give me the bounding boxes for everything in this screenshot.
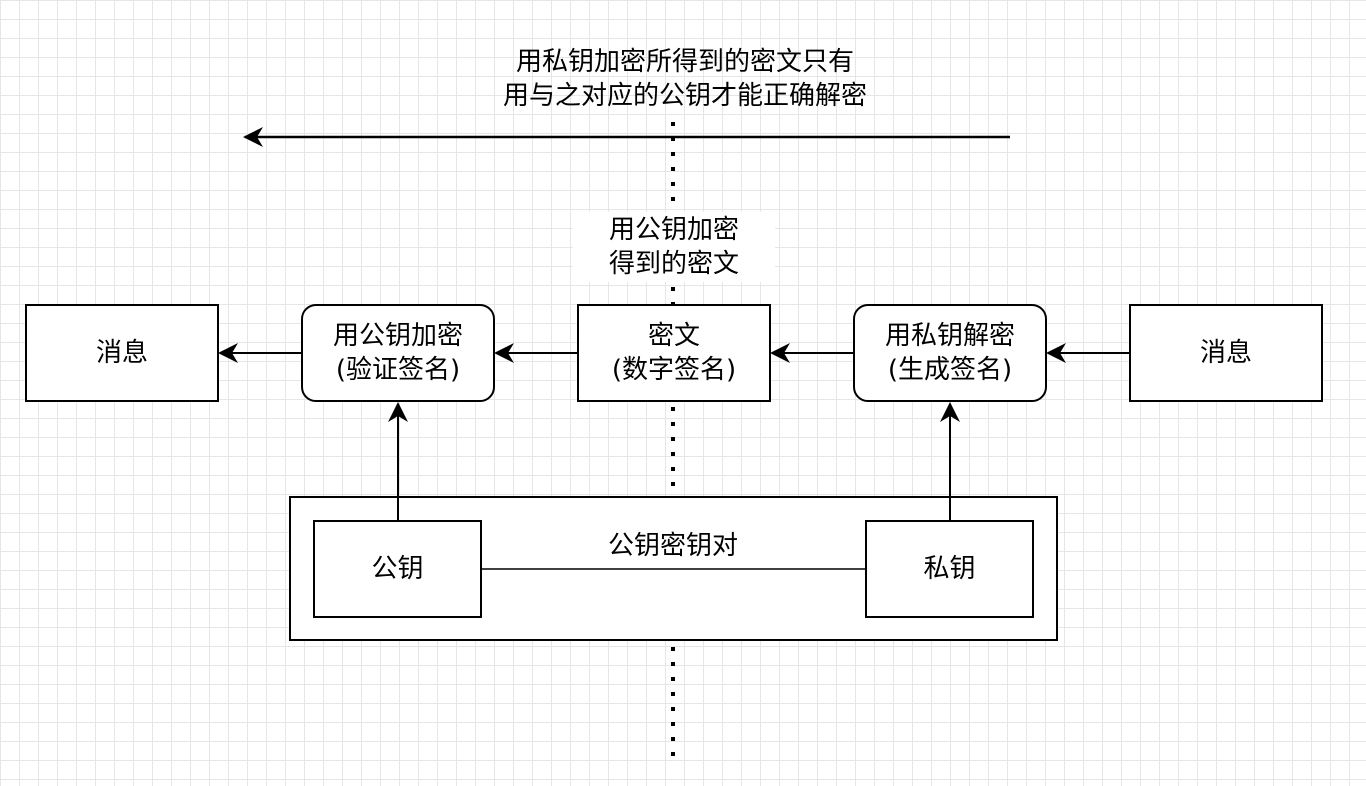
message-left-box bbox=[25, 304, 219, 402]
cipher-box bbox=[577, 304, 771, 402]
public-key-box bbox=[313, 520, 482, 618]
private-key-box bbox=[865, 520, 1034, 618]
verify-box bbox=[301, 304, 495, 402]
message-right-box bbox=[1129, 304, 1323, 402]
sign-box bbox=[853, 304, 1047, 402]
